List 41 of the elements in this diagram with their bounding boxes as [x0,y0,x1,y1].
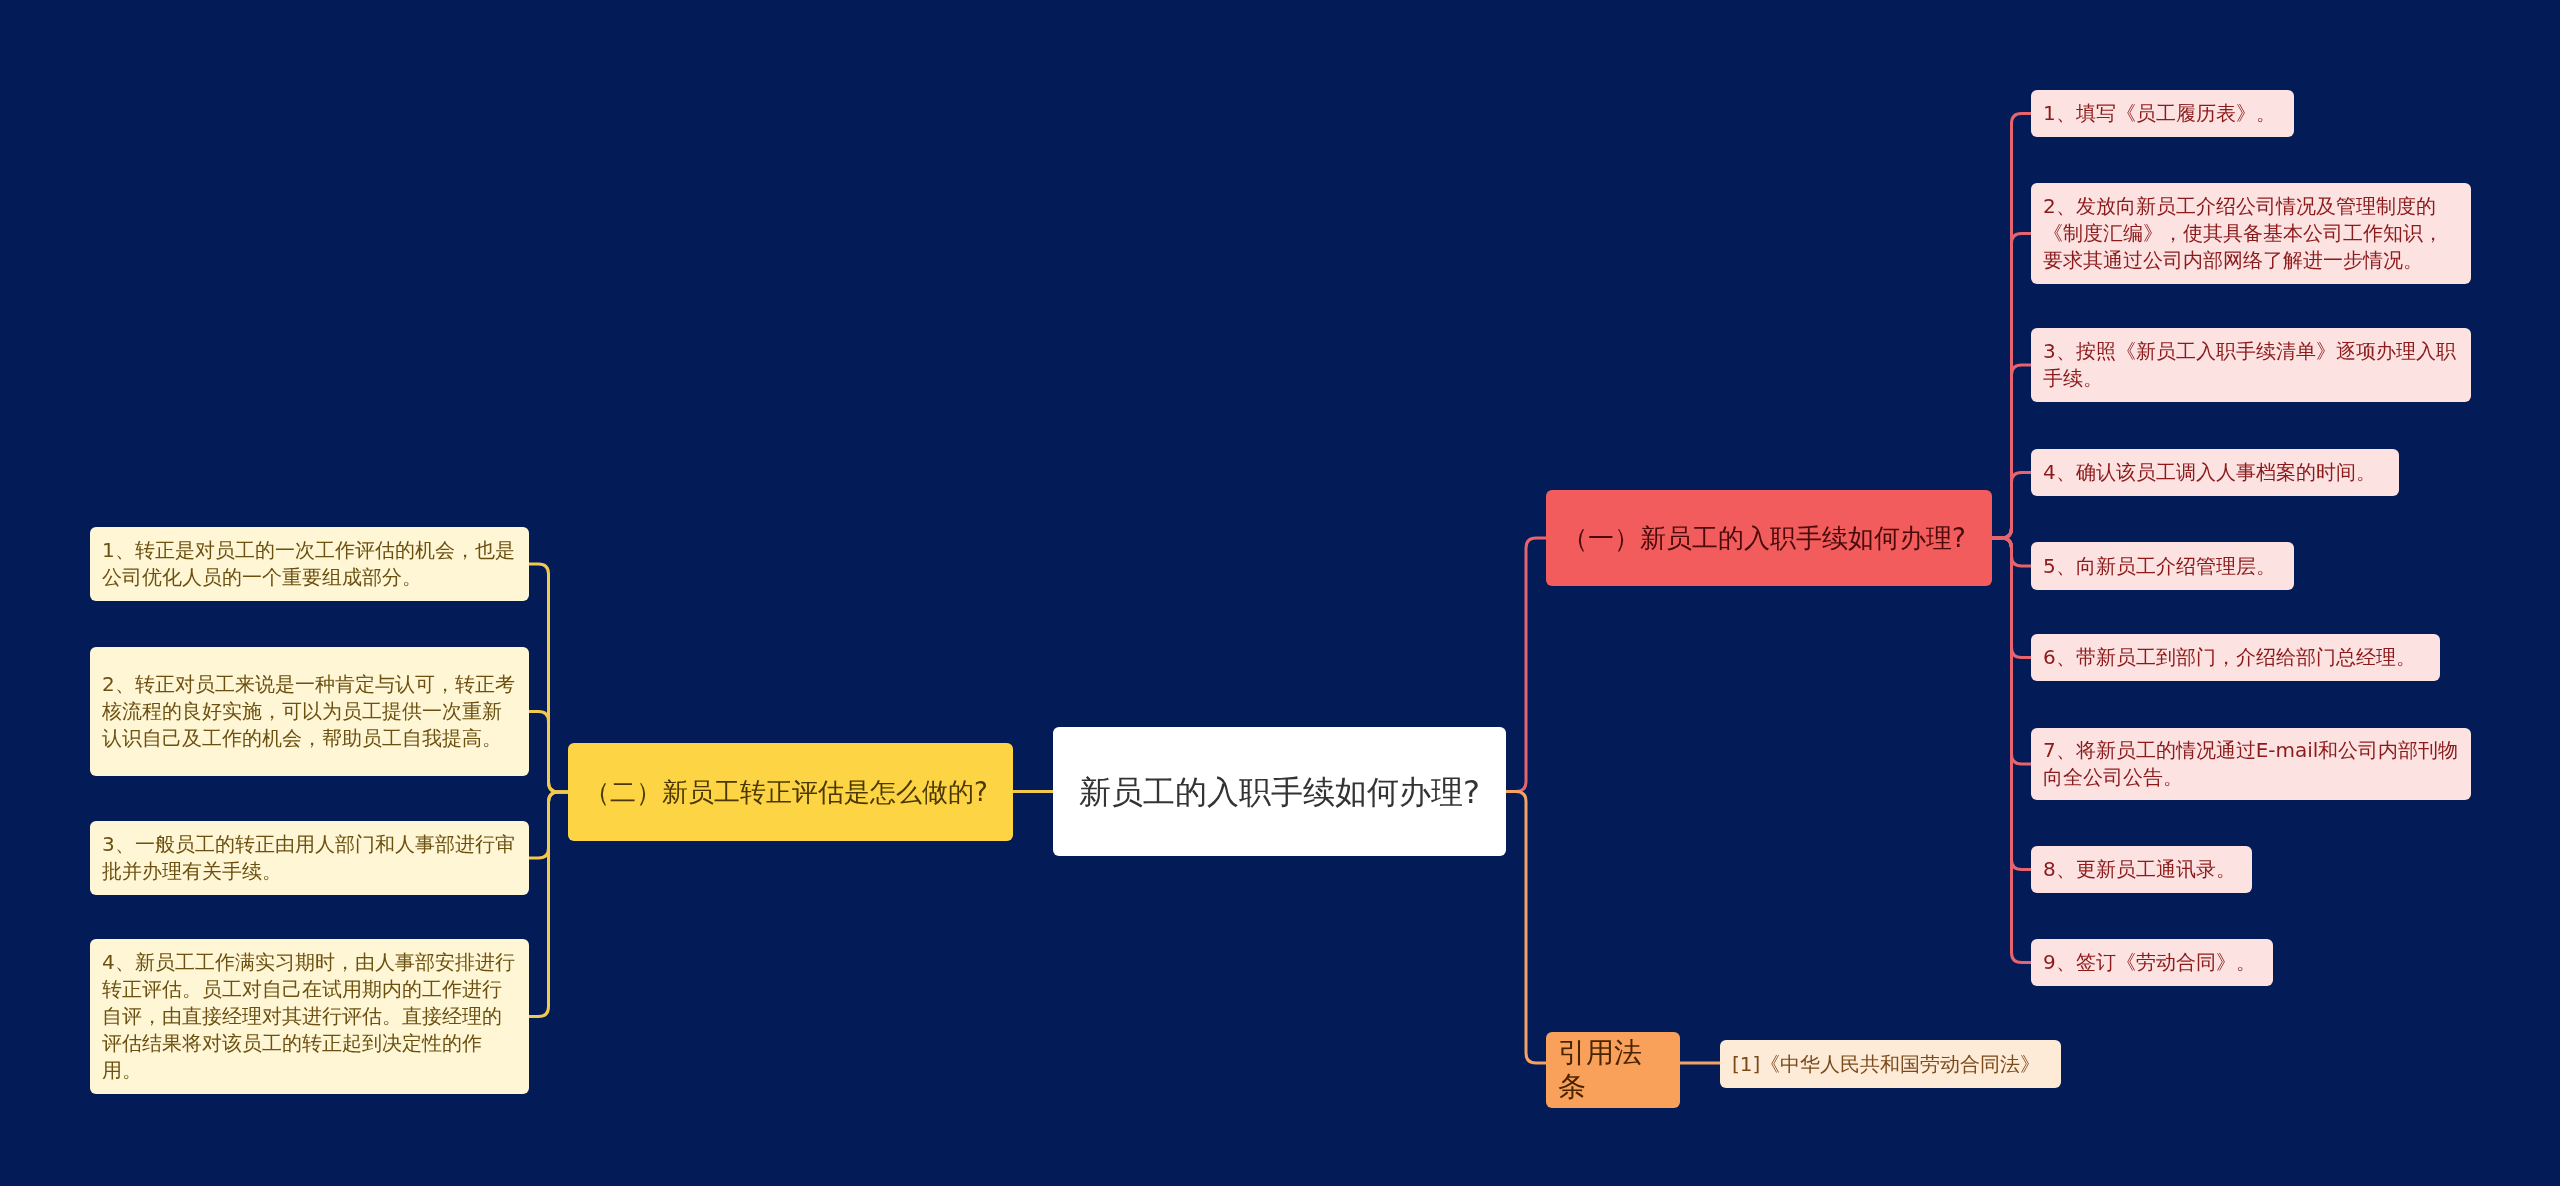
subtopic-box [90,527,529,601]
central-topic-box [1053,727,1506,856]
topic-text: 4、确认该员工调入人事档案的时间。 [2043,459,2377,486]
connector-line [1506,790,1546,1065]
topic-text: （一）新员工的入职手续如何办理? [1562,522,1967,555]
subtopic-box [2031,328,2471,402]
connector-line [1992,536,2031,964]
topic-text: 7、将新员工的情况通过E-mail和公司内部刊物向全公司公告。 [2043,737,2459,791]
topic-text: 5、向新员工介绍管理层。 [2043,552,2277,580]
topic-text: 新员工的入职手续如何办理? [1078,771,1481,813]
subtopic-box [90,647,529,776]
subtopic-box [2031,542,2294,590]
branch-topic-box [1546,1032,1680,1108]
subtopic-box [90,939,529,1094]
subtopic-box [2031,728,2471,800]
topic-text: 引用法条 [1558,1036,1643,1104]
subtopic-box [2031,634,2440,681]
connector-line [529,790,568,1018]
topic-text: 1、填写《员工履历表》。 [2043,100,2277,127]
topic-text: 1、转正是对员工的一次工作评估的机会，也是公司优化人员的一个重要组成部分。 [102,537,516,591]
branch-topic-box [568,743,1013,841]
subtopic-box [2031,183,2471,284]
topic-text: 2、转正对员工来说是一种肯定与认可，转正考核流程的良好实施，可以为员工提供一次重新认识自己及工作的机会，帮助员工自我提高。 [102,671,516,752]
subtopic-box [2031,846,2252,893]
subtopic-box [2031,90,2294,137]
topic-text: （二）新员工转正评估是怎么做的? [584,776,989,809]
topic-text: 9、签订《劳动合同》。 [2043,949,2257,976]
subtopic-box [90,821,529,895]
branch-topic-box [1546,490,1992,586]
connector-line [1013,790,1053,793]
topic-text: 2、发放向新员工介绍公司情况及管理制度的《制度汇编》，使其具备基本公司工作知识，要求其通过公司内部网络了解进一步情况。 [2043,193,2444,274]
topic-text: 6、带新员工到部门，介绍给部门总经理。 [2043,644,2417,671]
topic-text: 3、按照《新员工入职手续清单》逐项办理入职手续。 [2043,338,2457,392]
subtopic-box [2031,449,2399,496]
subtopic-box [2031,939,2273,986]
topic-text: 8、更新员工通讯录。 [2043,856,2237,883]
subtopic-box [1720,1040,2061,1088]
topic-text: 3、一般员工的转正由用人部门和人事部进行审批并办理有关手续。 [102,831,516,885]
topic-text: 4、新员工工作满实习期时，由人事部安排进行转正评估。员工对自己在试用期内的工作进行自评，由直接经理对其进行评估。直接经理的评估结果将对该员工的转正起到决定性的作用。 [102,949,516,1084]
topic-text: [1]《中华人民共和国劳动合同法》 [1732,1050,2042,1078]
connector-line [1680,1061,1720,1065]
